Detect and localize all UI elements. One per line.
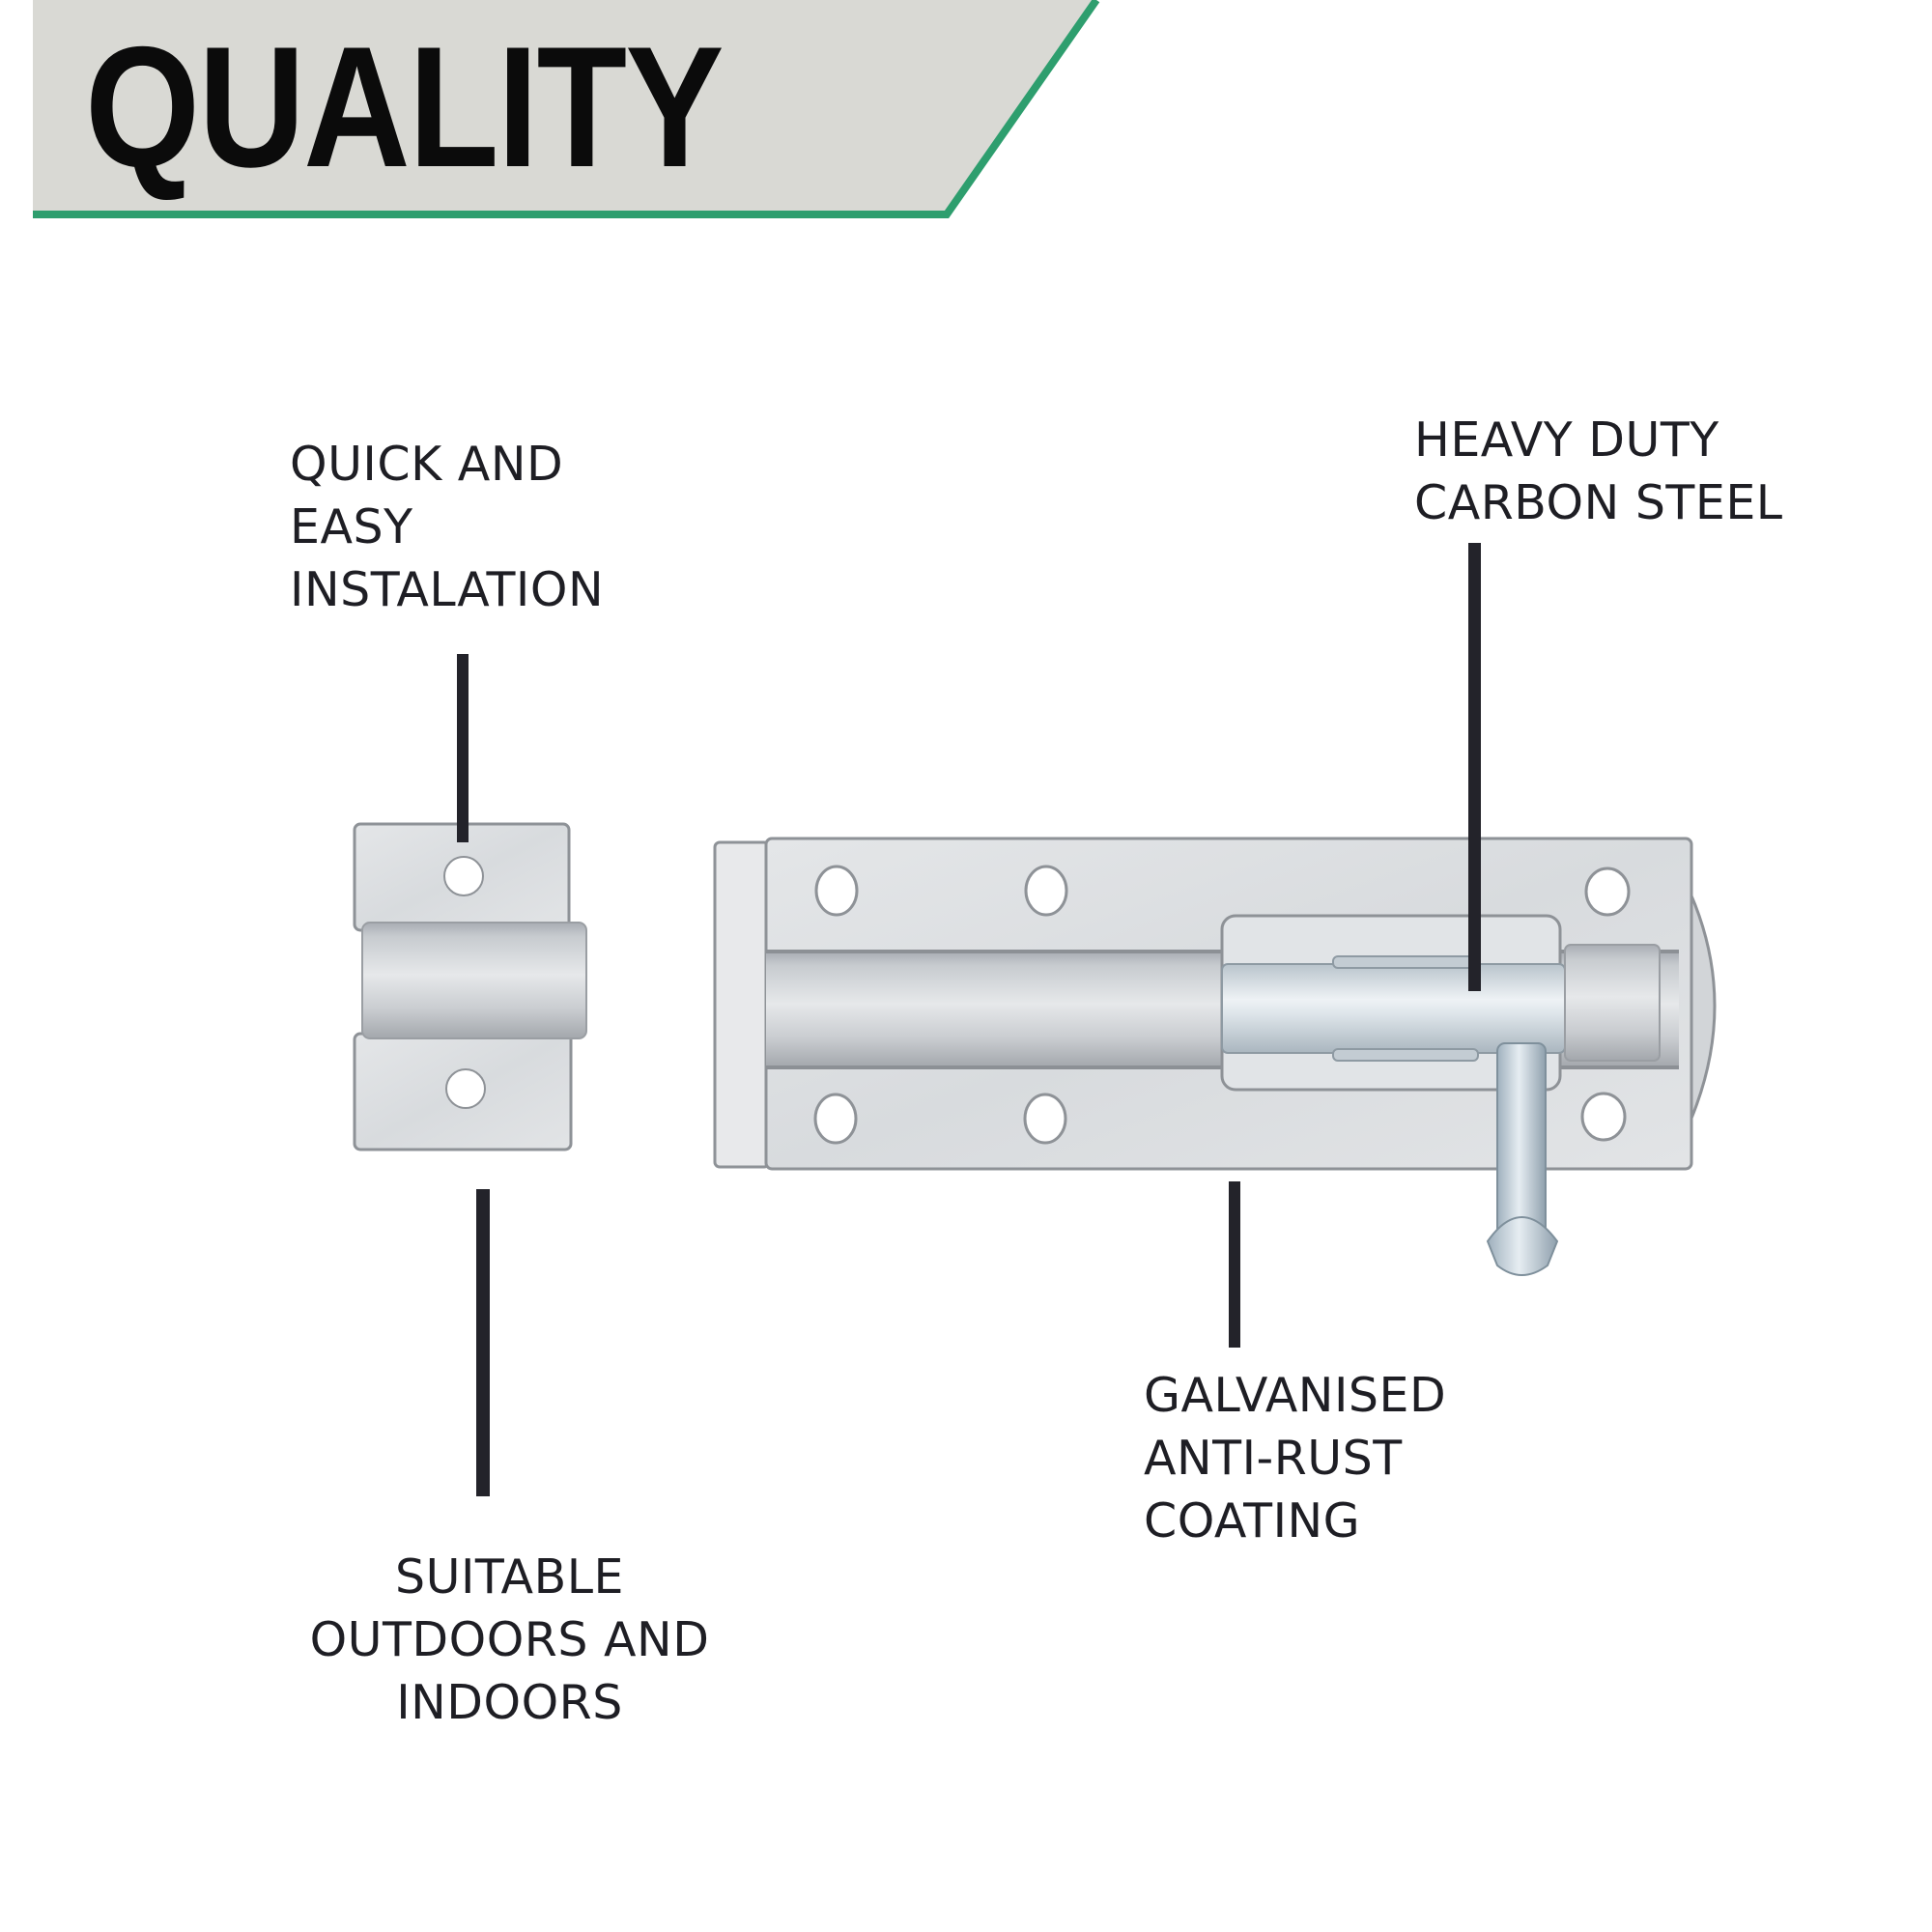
screw-hole: [1023, 1093, 1067, 1145]
screw-hole: [1024, 865, 1068, 917]
screw-hole: [443, 856, 484, 896]
callout-line: INDOORS: [396, 1675, 623, 1730]
leader-line-installation: [457, 654, 469, 842]
callout-line: OUTDOORS AND: [309, 1612, 710, 1667]
screw-hole: [814, 865, 859, 917]
callout-line: QUICK AND: [290, 437, 564, 492]
callout-line: COATING: [1144, 1493, 1361, 1548]
screw-hole: [445, 1068, 486, 1109]
callout-line: HEAVY DUTY: [1414, 412, 1719, 468]
page-title: QUALITY: [85, 11, 724, 203]
callout-line: CARBON STEEL: [1414, 475, 1783, 530]
callout-material: HEAVY DUTY CARBON STEEL: [1414, 409, 1783, 534]
keeper-bracket: [353, 822, 587, 1151]
callout-line: GALVANISED: [1144, 1368, 1447, 1423]
callout-installation: QUICK AND EASY INSTALATION: [290, 433, 604, 621]
screw-hole: [1580, 1092, 1627, 1142]
callout-coating: GALVANISED ANTI-RUST COATING: [1144, 1364, 1446, 1552]
title-banner: [33, 0, 1100, 218]
screw-hole: [1584, 867, 1631, 917]
screw-hole: [813, 1093, 858, 1145]
callout-line: EASY: [290, 499, 413, 554]
callout-outdoor-indoor: SUITABLE OUTDOORS AND INDOORS: [290, 1546, 729, 1734]
callout-line: SUITABLE: [395, 1549, 624, 1605]
banner-accent-line: [33, 0, 1100, 218]
banner-background: [33, 0, 1096, 214]
leader-line-coating: [1229, 1181, 1240, 1348]
callout-line: INSTALATION: [290, 562, 605, 617]
leader-line-material: [1468, 543, 1481, 991]
leader-line-outdoor-indoor: [476, 1189, 490, 1496]
bolt-handle: [1486, 1042, 1559, 1276]
callout-line: ANTI-RUST: [1144, 1431, 1403, 1486]
